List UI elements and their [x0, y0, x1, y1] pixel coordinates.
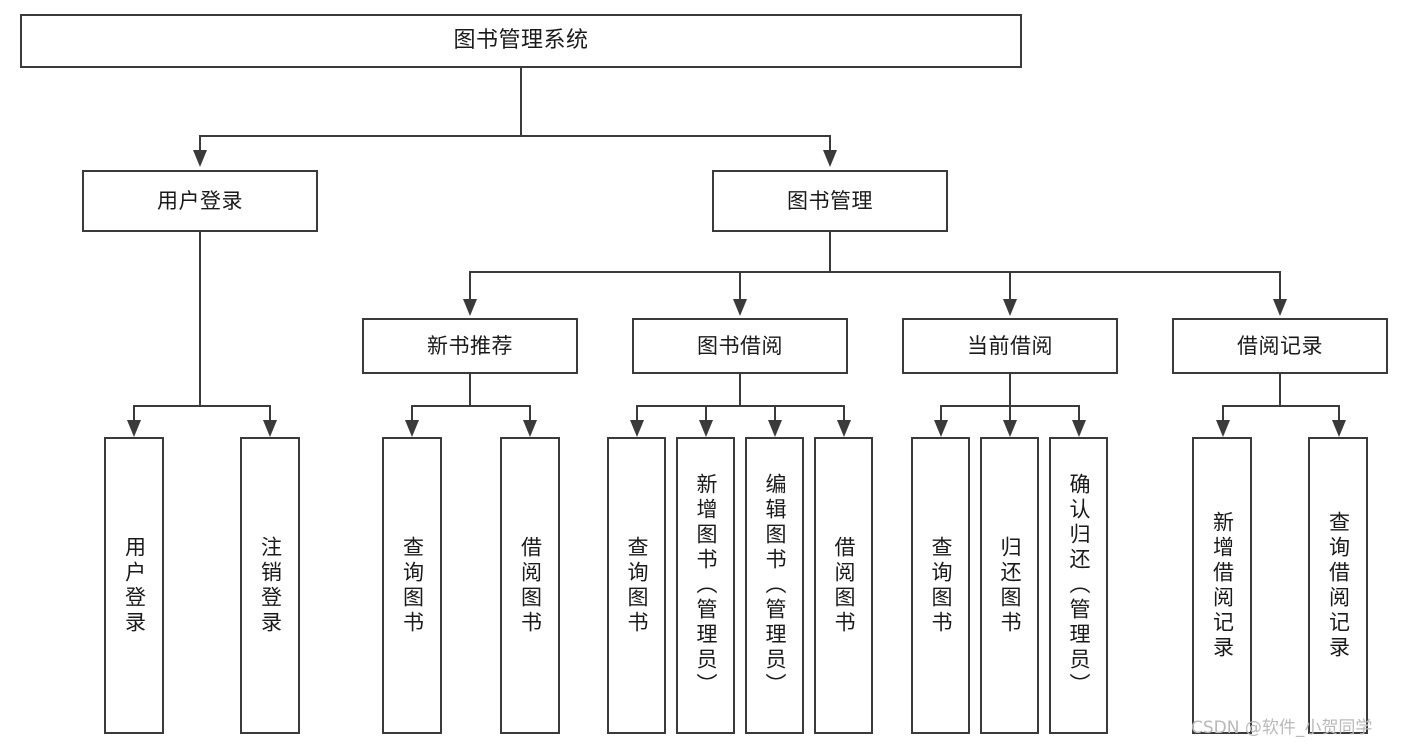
connector-root-bar	[199, 135, 831, 137]
connector-currentborrow-stem	[1009, 374, 1011, 405]
node-label: 借阅图书	[832, 535, 856, 636]
arrowhead-leaf-query-record	[1332, 420, 1346, 437]
node-book-borrow[interactable]: 图书借阅	[632, 318, 848, 374]
connector-newbook-bar	[411, 405, 529, 407]
connector-cb-drop-1	[940, 405, 942, 422]
node-label: 编辑图书（管理员）	[763, 473, 787, 698]
leaf-borrow-book-new[interactable]: 借阅图书	[500, 437, 560, 734]
connector-bookborrow-bar	[636, 405, 843, 407]
arrowhead-leaf-borrow-book-nb	[523, 420, 537, 437]
arrowhead-borrow-record	[1273, 299, 1287, 316]
node-label: 用户登录	[122, 535, 147, 636]
arrowhead-leaf-logout	[263, 420, 277, 437]
arrowhead-leaf-edit-book	[768, 420, 782, 437]
connector-user-login-bar	[133, 405, 269, 407]
arrowhead-leaf-add-record	[1216, 420, 1230, 437]
leaf-confirm-return-admin[interactable]: 确认归还（管理员）	[1049, 437, 1108, 734]
connector-bb-drop-2	[705, 405, 707, 422]
leaf-query-book-borrow[interactable]: 查询图书	[607, 437, 666, 734]
node-borrow-record[interactable]: 借阅记录	[1172, 318, 1388, 374]
watermark-csdn: CSDN @软件_小贺同学	[1191, 718, 1373, 738]
connector-bookborrow-stem	[739, 374, 741, 405]
leaf-query-borrow-record[interactable]: 查询借阅记录	[1308, 437, 1368, 734]
leaf-add-book-admin[interactable]: 新增图书（管理员）	[676, 437, 735, 734]
node-label: 借阅记录	[1237, 333, 1323, 358]
node-label: 归还图书	[998, 535, 1022, 636]
arrowhead-book-management	[823, 150, 837, 167]
connector-user-login-drop-1	[133, 405, 135, 422]
node-label: 查询图书	[929, 535, 953, 636]
node-new-book-recommend[interactable]: 新书推荐	[362, 318, 578, 374]
arrowhead-user-login	[193, 150, 207, 167]
leaf-query-book-current[interactable]: 查询图书	[911, 437, 970, 734]
connector-bm-drop-2	[739, 271, 741, 301]
connector-book-management-bar	[469, 271, 1280, 273]
connector-cb-drop-2	[1009, 405, 1011, 422]
connector-borrowrecord-bar	[1222, 405, 1338, 407]
node-label: 用户登录	[157, 188, 243, 213]
connector-root-stem	[520, 68, 522, 135]
connector-cb-drop-3	[1078, 405, 1080, 422]
connector-br-drop-1	[1222, 405, 1224, 422]
node-label: 借阅图书	[518, 535, 543, 636]
node-label: 查询借阅记录	[1326, 510, 1351, 661]
connector-root-to-book-management	[829, 135, 831, 152]
leaf-borrow-book[interactable]: 借阅图书	[814, 437, 873, 734]
connector-user-login-drop-2	[269, 405, 271, 422]
arrowhead-leaf-borrow-book-bb	[837, 420, 851, 437]
arrowhead-new-book-recommend	[463, 299, 477, 316]
connector-bm-drop-1	[469, 271, 471, 301]
arrowhead-leaf-return-book	[1003, 420, 1017, 437]
node-label: 图书借阅	[697, 333, 783, 358]
arrowhead-leaf-query-book-cb	[934, 420, 948, 437]
leaf-query-book-new[interactable]: 查询图书	[382, 437, 442, 734]
connector-root-to-user-login	[199, 135, 201, 152]
node-label: 注销登录	[258, 535, 283, 636]
connector-newbook-drop-2	[529, 405, 531, 422]
arrowhead-current-borrow	[1003, 299, 1017, 316]
arrowhead-leaf-query-book-bb	[630, 420, 644, 437]
connector-bb-drop-4	[843, 405, 845, 422]
arrowhead-book-borrow	[733, 299, 747, 316]
node-label: 当前借阅	[967, 333, 1053, 358]
arrowhead-leaf-confirm-return	[1072, 420, 1086, 437]
leaf-edit-book-admin[interactable]: 编辑图书（管理员）	[745, 437, 804, 734]
connector-bm-drop-4	[1279, 271, 1281, 301]
node-label: 查询图书	[625, 535, 649, 636]
arrowhead-leaf-query-book-nb	[405, 420, 419, 437]
node-label: 图书管理	[787, 188, 873, 213]
node-current-borrow[interactable]: 当前借阅	[902, 318, 1118, 374]
leaf-add-borrow-record[interactable]: 新增借阅记录	[1192, 437, 1252, 734]
leaf-logout[interactable]: 注销登录	[240, 437, 300, 734]
connector-bm-drop-3	[1009, 271, 1011, 301]
connector-borrowrecord-stem	[1279, 374, 1281, 405]
leaf-user-login[interactable]: 用户登录	[104, 437, 164, 734]
connector-bb-drop-3	[774, 405, 776, 422]
node-label: 确认归还（管理员）	[1067, 473, 1091, 698]
connector-user-login-stem	[199, 232, 201, 405]
connector-br-drop-2	[1338, 405, 1340, 422]
node-label: 新增借阅记录	[1210, 510, 1235, 661]
node-label: 图书管理系统	[453, 28, 589, 54]
node-label: 查询图书	[400, 535, 425, 636]
arrowhead-leaf-user-login	[127, 420, 141, 437]
leaf-return-book[interactable]: 归还图书	[980, 437, 1039, 734]
node-label: 新书推荐	[427, 333, 513, 358]
node-book-management[interactable]: 图书管理	[712, 170, 948, 232]
connector-book-management-stem	[829, 232, 831, 271]
node-label: 新增图书（管理员）	[694, 473, 718, 698]
arrowhead-leaf-add-book	[699, 420, 713, 437]
connector-newbook-drop-1	[411, 405, 413, 422]
connector-newbook-stem	[469, 374, 471, 405]
connector-bb-drop-1	[636, 405, 638, 422]
node-root-book-management-system[interactable]: 图书管理系统	[20, 14, 1022, 68]
node-user-login[interactable]: 用户登录	[82, 170, 318, 232]
